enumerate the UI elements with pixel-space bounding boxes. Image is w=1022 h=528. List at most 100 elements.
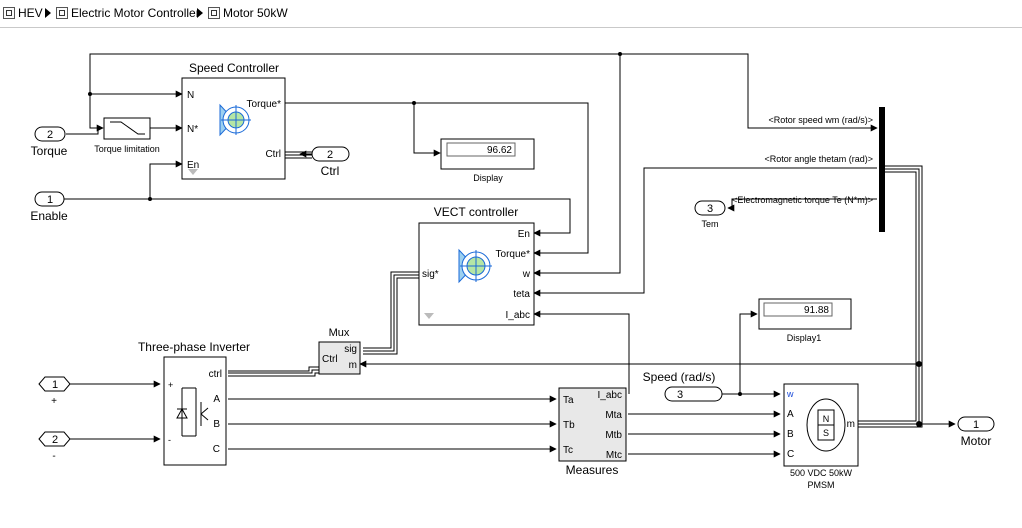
port-label: A <box>787 409 794 420</box>
motor-controller-icon <box>458 248 492 284</box>
torque-limitation-block[interactable]: Torque limitation <box>94 117 160 154</box>
port-label: w <box>522 269 531 280</box>
measures-block[interactable]: Ta Tb Tc I_abc Mta Mtb Mtc Measures <box>558 387 627 477</box>
outport-tem[interactable]: 3 Tem <box>694 200 726 229</box>
breadcrumb: HEV Electric Motor Controller Motor 50kW <box>0 0 1022 28</box>
breadcrumb-label: Electric Motor Controller <box>71 6 200 20</box>
line-torque-star <box>285 102 589 257</box>
port-number: 3 <box>707 203 713 215</box>
port-name: + <box>51 396 57 407</box>
port-label: Tb <box>563 420 575 431</box>
pmsm-label-rating: 500 VDC 50kW <box>790 468 853 478</box>
inverter-block[interactable]: Three-phase Inverter + - ctrl A B C <box>138 340 250 466</box>
vect-controller-title: VECT controller <box>434 205 518 219</box>
north-pole-label: N <box>823 414 830 424</box>
port-label: sig <box>344 344 357 355</box>
chevron-right-icon <box>45 8 51 18</box>
display1-label: Display1 <box>787 333 822 343</box>
port-label: N <box>187 90 194 101</box>
port-label: ctrl <box>209 369 222 380</box>
port-name: Torque <box>31 144 68 158</box>
port-number: 3 <box>677 389 683 401</box>
bus-lines <box>228 151 923 428</box>
port-label: I_abc <box>506 310 530 321</box>
port-name: Tem <box>701 219 718 229</box>
outport-ctrl[interactable]: 2 Ctrl <box>299 146 350 178</box>
motor-controller-icon <box>219 103 251 137</box>
breadcrumb-item-motor-50kw[interactable]: Motor 50kW <box>208 5 288 21</box>
inport-speed[interactable]: 3 Speed (rad/s) <box>643 370 723 402</box>
breadcrumb-item-hev[interactable]: HEV <box>3 5 43 21</box>
line-torque-in <box>66 128 99 135</box>
port-label: w <box>786 389 794 399</box>
port-label: Torque* <box>247 99 282 110</box>
line-to-display <box>413 103 441 157</box>
port-number: 1 <box>52 379 58 391</box>
line-speed-to-n <box>89 53 620 98</box>
line-speed-to-w <box>533 54 621 277</box>
down-arrow-icon <box>424 313 434 319</box>
line-enable-to-vect <box>64 198 571 237</box>
port-label: I_abc <box>598 390 622 401</box>
bus-signal-rotor-speed: <Rotor speed wm (rad/s)> <box>768 115 873 125</box>
inverter-title: Three-phase Inverter <box>138 340 250 354</box>
port-label: + <box>168 380 173 390</box>
speed-controller-title: Speed Controller <box>189 61 279 75</box>
line-tem <box>727 198 877 212</box>
display1-value: 91.88 <box>804 305 829 316</box>
bus-selector[interactable] <box>879 107 885 232</box>
connport-minus[interactable]: 2 - <box>38 431 71 462</box>
port-label: Mta <box>605 410 622 421</box>
port-label: En <box>187 160 199 171</box>
display-value: 96.62 <box>487 145 512 156</box>
diagram-canvas[interactable]: <Rotor speed wm (rad/s)> <Rotor angle th… <box>0 28 1022 528</box>
port-name: Motor <box>961 434 992 448</box>
breadcrumb-label: HEV <box>18 6 43 20</box>
pmsm-block[interactable]: w A B C m N S 500 VDC 50kW PMSM <box>783 383 859 490</box>
line-teta <box>533 167 877 297</box>
port-label: sig* <box>422 269 439 280</box>
port-label: - <box>168 435 171 445</box>
inport-torque[interactable]: 2 Torque <box>31 126 68 158</box>
speed-controller-block[interactable]: Speed Controller N N* En Torque* Ctrl <box>181 61 286 180</box>
measures-label: Measures <box>566 463 619 477</box>
port-number: 2 <box>47 129 53 141</box>
display-label: Display <box>473 173 503 183</box>
display1-block[interactable]: 91.88 Display1 <box>758 298 852 343</box>
line-bus-rotor-speed <box>620 53 878 132</box>
display-block[interactable]: 96.62 Display <box>440 138 535 183</box>
igbt-diode-icon <box>176 387 209 437</box>
breadcrumb-label: Motor 50kW <box>223 6 288 20</box>
model-icon <box>3 7 15 19</box>
subsystem-icon <box>56 7 68 19</box>
south-pole-label: S <box>823 428 829 438</box>
port-label: B <box>787 429 794 440</box>
bus-signal-em-torque: <Electromagnetic torque Te (N*m)> <box>732 195 873 205</box>
subsystem-icon <box>208 7 220 19</box>
outport-motor[interactable]: 1 Motor <box>957 416 995 448</box>
down-arrow-icon <box>188 169 198 175</box>
vect-controller-block[interactable]: VECT controller En Torque* w teta I_abc … <box>418 205 535 326</box>
port-label: Ctrl <box>265 149 281 160</box>
connport-plus[interactable]: 1 + <box>38 376 71 407</box>
port-label: B <box>213 419 220 430</box>
junction-dots <box>88 52 922 427</box>
chevron-right-icon <box>197 8 203 18</box>
port-label: N* <box>187 124 198 135</box>
port-name: Speed (rad/s) <box>643 370 716 384</box>
mux-title: Mux <box>329 327 350 339</box>
port-name: - <box>52 451 55 462</box>
port-label: Mtc <box>606 450 622 461</box>
port-label: Mtb <box>605 430 622 441</box>
port-label: C <box>787 449 794 460</box>
torque-limitation-label: Torque limitation <box>94 144 160 154</box>
port-label: teta <box>513 289 530 300</box>
breadcrumb-item-electric-motor-controller[interactable]: Electric Motor Controller <box>56 5 200 21</box>
inport-enable[interactable]: 1 Enable <box>30 191 68 223</box>
port-name: Enable <box>30 209 68 223</box>
pmsm-label-type: PMSM <box>808 480 835 490</box>
port-label: Ctrl <box>322 354 338 365</box>
pm-motor-icon: N S <box>806 398 846 452</box>
mux-block[interactable]: Mux Ctrl sig m <box>318 327 361 375</box>
